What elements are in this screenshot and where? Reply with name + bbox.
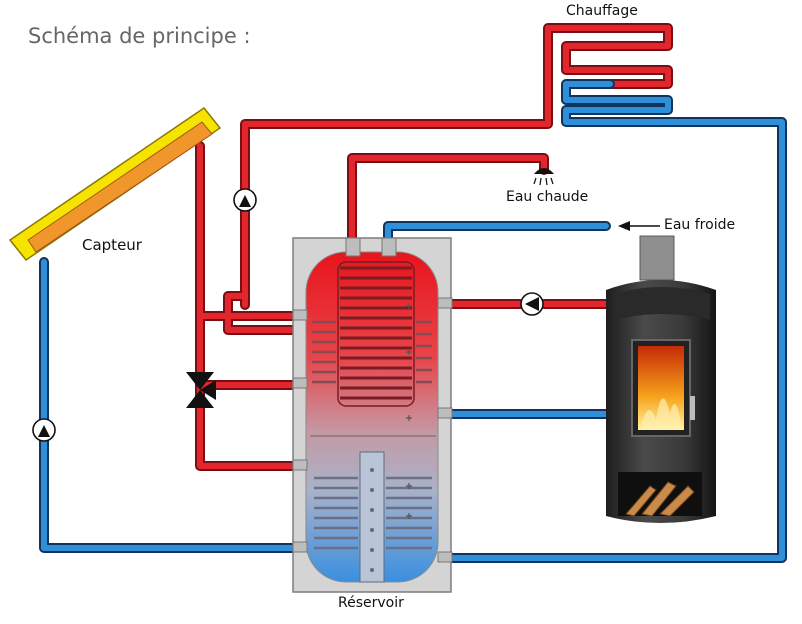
pump-icon [32,418,56,442]
label-reservoir: Réservoir [338,595,404,611]
shower-head-icon [533,168,554,186]
pump-icon [233,188,257,212]
storage-tank [292,237,453,593]
label-eau-chaude: Eau chaude [506,189,589,205]
solar-collector [8,106,222,262]
label-eau-froide: Eau froide [664,217,736,233]
label-chauffage: Chauffage [566,3,638,19]
three-way-valve-icon [186,372,216,408]
cold-water-pipes [39,79,787,563]
label-capteur: Capteur [82,236,142,254]
hot-water-pipes [195,23,673,471]
pump-icon [520,292,544,316]
flow-arrow-icon [618,221,660,231]
wood-stove [606,235,716,523]
diagram-title: Schéma de principe : [28,24,251,48]
